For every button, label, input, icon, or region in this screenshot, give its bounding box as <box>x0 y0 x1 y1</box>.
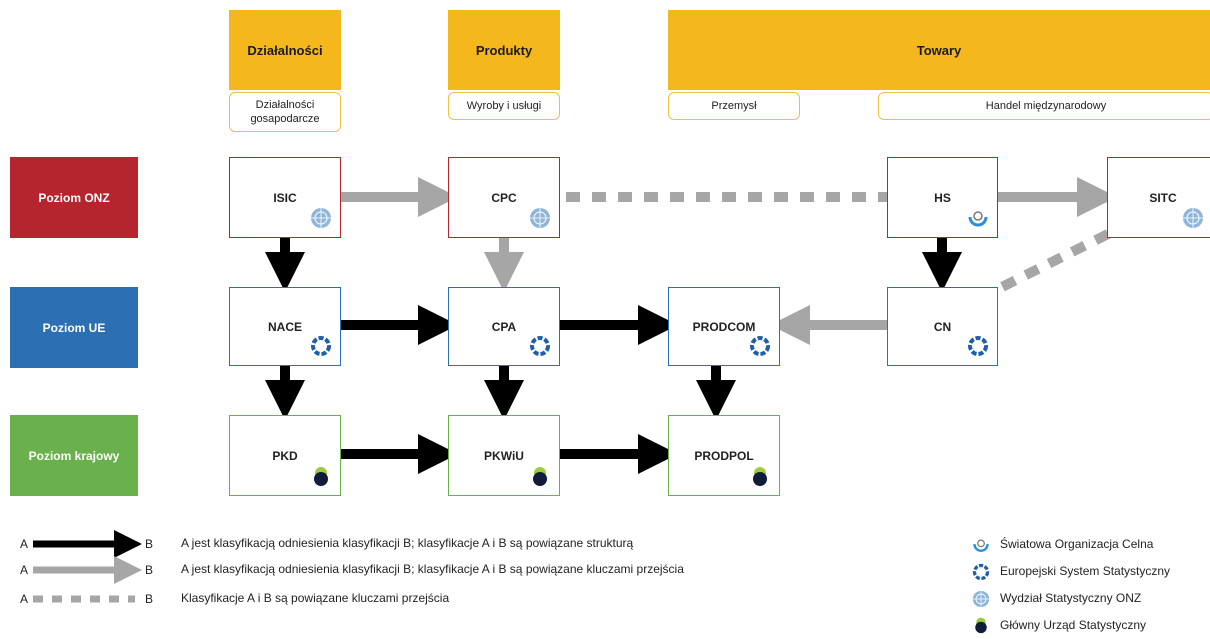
header-produkty: Produkty <box>448 10 560 90</box>
legend-wco-label: Światowa Organizacja Celna <box>1000 537 1154 551</box>
subheader-handel: Handel międzynarodowy <box>878 92 1210 120</box>
wco-icon <box>968 211 988 227</box>
legend-gray-arrow-text: A jest klasyfikacją odniesienia klasyfik… <box>181 562 684 576</box>
node-cn-label: CN <box>933 319 952 334</box>
node-nace-label: NACE <box>267 319 302 334</box>
node-prodcom-label: PRODCOM <box>692 319 756 334</box>
node-sitc-label: SITC <box>1149 190 1177 205</box>
dashed-sitc-cn <box>997 229 1111 293</box>
node-hs: HS <box>887 157 998 238</box>
un-icon <box>530 208 550 228</box>
subheader-przemysl: Przemysł <box>668 92 800 120</box>
node-hs-label: HS <box>934 190 951 205</box>
node-isic: ISIC <box>229 157 341 238</box>
ess-icon <box>750 336 770 356</box>
node-prodpol: PRODPOL <box>668 415 780 496</box>
level-onz: Poziom ONZ <box>10 157 138 238</box>
subheader-dzialalnosci-gospodarcze: Działalności gosapodarcze <box>229 92 341 132</box>
node-sitc: SITC <box>1107 157 1210 238</box>
legend-un-label: Wydział Statystyczny ONZ <box>1000 591 1142 605</box>
node-nace: NACE <box>229 287 341 366</box>
legend-black-arrow-text: A jest klasyfikacją odniesienia klasyfik… <box>181 536 634 550</box>
node-cpa: CPA <box>448 287 560 366</box>
un-icon <box>972 590 990 608</box>
legend-b-3: B <box>145 592 154 606</box>
header-towary: Towary <box>668 10 1210 90</box>
node-isic-label: ISIC <box>273 190 297 205</box>
header-dzialalnosci: Działalności <box>229 10 341 90</box>
node-pkd: PKD <box>229 415 341 496</box>
node-pkwiu-label: PKWiU <box>484 448 524 463</box>
subheader-wyroby-uslugi: Wyroby i usługi <box>448 92 560 120</box>
node-cn: CN <box>887 287 998 366</box>
node-pkwiu: PKWiU <box>448 415 560 496</box>
gus-icon <box>753 467 767 486</box>
legend-a-3: A <box>20 592 29 606</box>
legend-b-1: B <box>145 537 154 551</box>
legend-b-2: B <box>145 563 154 577</box>
un-icon <box>1183 208 1203 228</box>
ess-icon <box>530 336 550 356</box>
header-dzialalnosci-label: Działalności <box>247 42 323 58</box>
legend-arrows <box>33 530 142 603</box>
gus-icon <box>533 467 547 486</box>
gus-icon <box>975 617 987 634</box>
wco-icon <box>973 539 989 552</box>
legend-a-2: A <box>20 563 29 577</box>
ess-icon <box>968 336 988 356</box>
node-prodpol-label: PRODPOL <box>694 448 754 463</box>
node-prodcom: PRODCOM <box>668 287 780 366</box>
gus-icon <box>314 467 328 486</box>
header-produkty-label: Produkty <box>475 42 533 58</box>
legend-dashed-text: Klasyfikacje A i B są powiązane kluczami… <box>181 591 450 605</box>
legend-gus-label: Główny Urząd Statystyczny <box>1000 618 1147 632</box>
node-pkd-label: PKD <box>272 448 298 463</box>
level-ue: Poziom UE <box>10 287 138 368</box>
level-krajowy: Poziom krajowy <box>10 415 138 496</box>
node-cpc-label: CPC <box>491 190 517 205</box>
ess-icon <box>311 336 331 356</box>
legend-a-1: A <box>20 537 29 551</box>
ess-icon <box>972 563 990 581</box>
legend-ess-label: Europejski System Statystyczny <box>1000 564 1171 578</box>
un-icon <box>311 208 331 228</box>
node-cpc: CPC <box>448 157 560 238</box>
header-towary-label: Towary <box>916 42 962 58</box>
node-cpa-label: CPA <box>491 319 517 334</box>
